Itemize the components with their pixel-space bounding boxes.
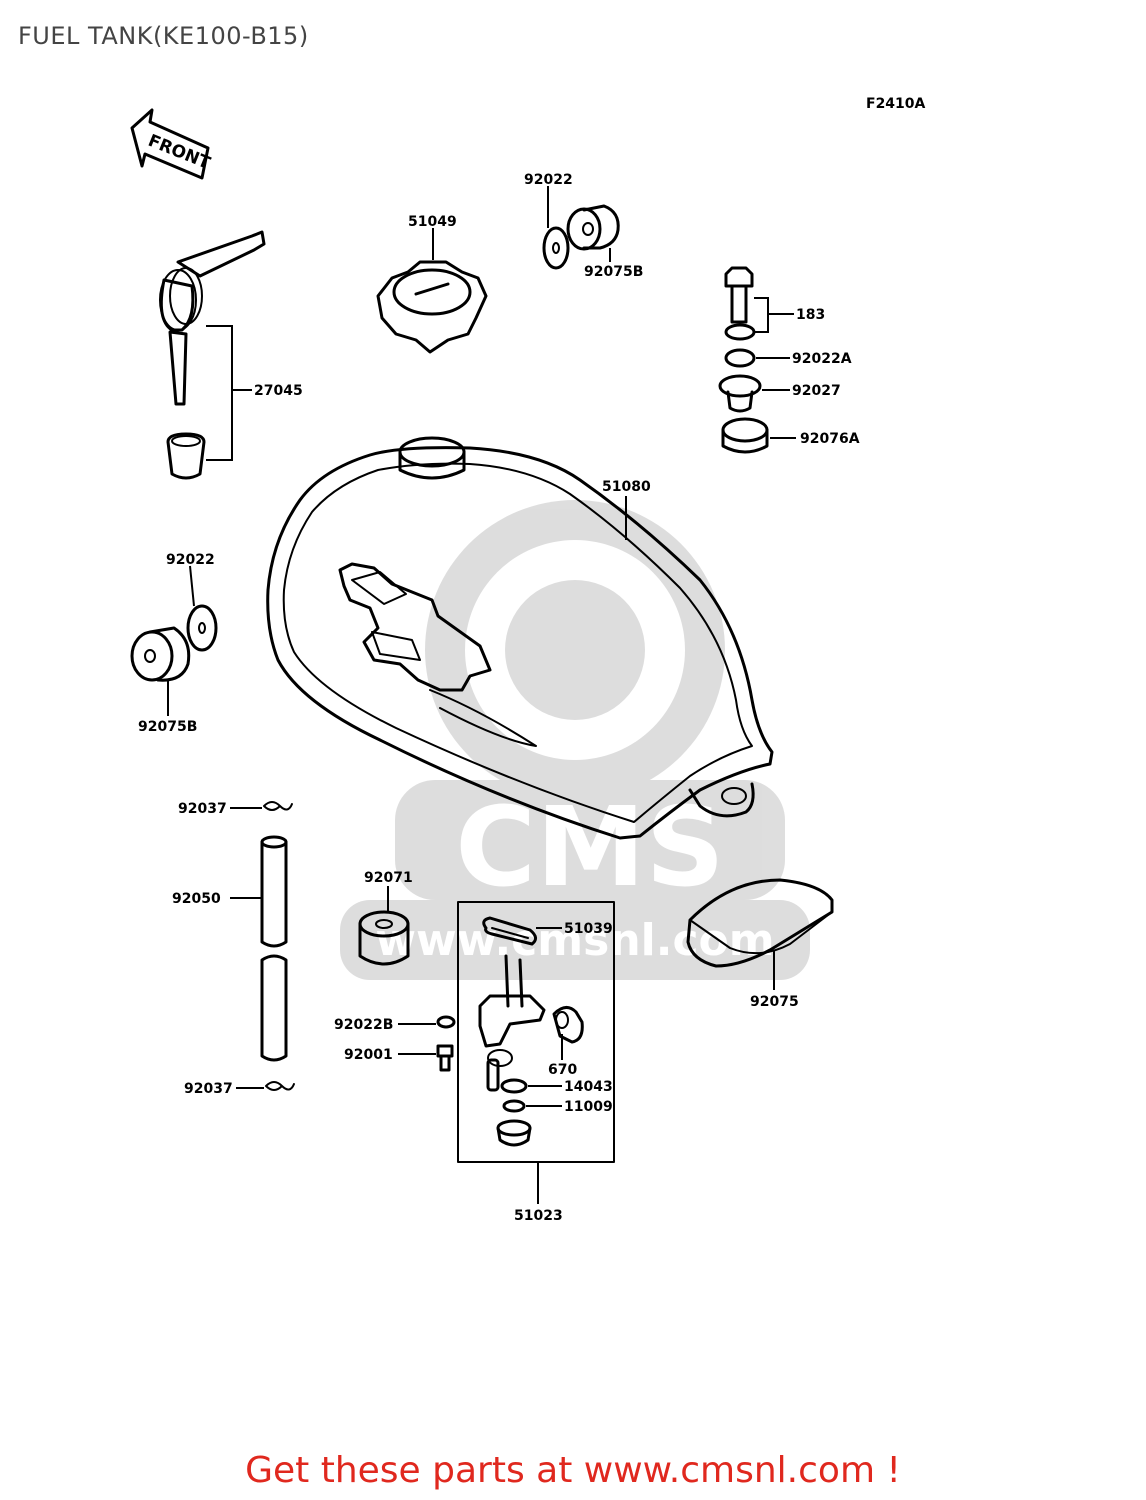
part-label-p17: 92022B [334, 1017, 393, 1033]
part-label-p4: 183 [796, 307, 825, 323]
mounting-bolt-stack-drawing [718, 266, 769, 454]
side-washer-and-damper-drawing [130, 604, 218, 682]
grommet-drawing [358, 910, 410, 966]
part-label-p19: 670 [548, 1062, 577, 1078]
part-label-p10: 92022 [166, 552, 215, 568]
fuel-cock-assembly-drawing [436, 901, 615, 1163]
part-label-p2: 51049 [408, 214, 457, 230]
part-label-p14: 92071 [364, 870, 413, 886]
diagram-code: F2410A [866, 96, 926, 112]
fuel-tank-body-drawing [266, 436, 774, 840]
cms-watermark-logo: CMS www.cmsnl.com [340, 500, 810, 980]
part-label-p13: 92050 [172, 891, 221, 907]
svg-text:www.cmsnl.com: www.cmsnl.com [375, 915, 774, 966]
fuel-hose-and-clips-drawing [260, 801, 295, 1091]
part-label-p16: 92075 [750, 994, 799, 1010]
top-washer-and-damper-drawing [542, 204, 620, 270]
front-arrow-icon: FRONT [130, 108, 213, 180]
part-label-p15: 51039 [564, 921, 613, 937]
part-label-p21: 11009 [564, 1099, 613, 1115]
page-title: FUEL TANK(KE100-B15) [18, 22, 309, 50]
tank-pad-drawing [686, 878, 834, 968]
part-number-labels: 92022 51049 92075B 183 92022A 92027 9207… [138, 172, 860, 1224]
part-label-p18: 92001 [344, 1047, 393, 1063]
part-label-p11: 92075B [138, 719, 197, 735]
part-label-p1: 92022 [524, 172, 573, 188]
part-label-p23: 51023 [514, 1208, 563, 1224]
part-label-p22: 92037 [184, 1081, 233, 1097]
part-label-p12: 92037 [178, 801, 227, 817]
part-label-p9: 51080 [602, 479, 651, 495]
part-label-p5: 92022A [792, 351, 852, 367]
part-label-p8: 27045 [254, 383, 303, 399]
part-label-p7: 92076A [800, 431, 860, 447]
footer-shop-link[interactable]: Get these parts at www.cmsnl.com ! [245, 1450, 901, 1491]
part-label-p6: 92027 [792, 383, 841, 399]
fuel-cap-drawing [376, 260, 488, 354]
ignition-key-set-drawing [159, 230, 266, 480]
part-label-p3: 92075B [584, 264, 643, 280]
leader-lines [167, 186, 796, 1204]
part-label-p20: 14043 [564, 1079, 613, 1095]
